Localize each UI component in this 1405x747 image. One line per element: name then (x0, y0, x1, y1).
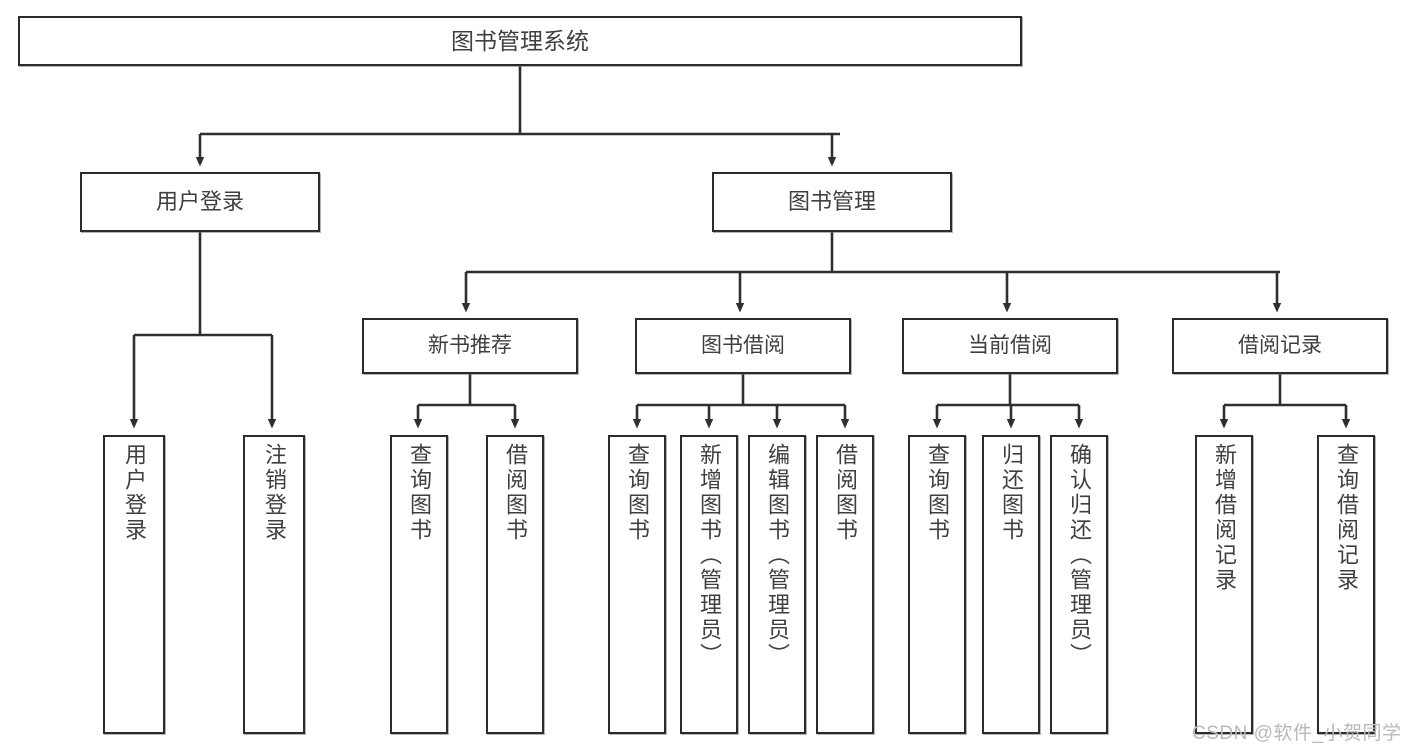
node-leaf-11-label: 新增借阅记录 (1212, 443, 1237, 593)
node-leaf-2[interactable]: 查询图书 (390, 435, 448, 734)
node-level2-1[interactable]: 图书管理 (712, 172, 952, 232)
node-level2-1-label: 图书管理 (787, 189, 876, 215)
node-level3-0-label: 新书推荐 (428, 333, 512, 357)
node-leaf-9-label: 归还图书 (999, 443, 1024, 543)
node-leaf-11[interactable]: 新增借阅记录 (1195, 435, 1253, 734)
node-level3-1[interactable]: 图书借阅 (635, 318, 851, 374)
node-leaf-3[interactable]: 借阅图书 (486, 435, 544, 734)
node-leaf-7[interactable]: 借阅图书 (816, 435, 874, 734)
node-leaf-1-label: 注销登录 (262, 443, 287, 543)
node-leaf-6[interactable]: 编辑图书（管理员） (748, 435, 806, 734)
node-leaf-3-label: 借阅图书 (503, 443, 528, 543)
node-leaf-12[interactable]: 查询借阅记录 (1317, 435, 1375, 734)
node-leaf-0-label: 用户登录 (122, 443, 147, 543)
node-leaf-5-label: 新增图书（管理员） (697, 443, 722, 668)
node-level3-1-label: 图书借阅 (701, 333, 785, 357)
node-leaf-5[interactable]: 新增图书（管理员） (680, 435, 738, 734)
node-leaf-9[interactable]: 归还图书 (982, 435, 1040, 734)
node-level3-2[interactable]: 当前借阅 (902, 318, 1118, 374)
watermark-text: CSDN @软件_小贺同学 (1192, 723, 1402, 744)
node-leaf-4[interactable]: 查询图书 (608, 435, 666, 734)
node-level2-0-label: 用户登录 (155, 189, 244, 215)
node-leaf-10-label: 确认归还（管理员） (1067, 443, 1092, 668)
node-level3-3-label: 借阅记录 (1238, 333, 1322, 357)
node-leaf-2-label: 查询图书 (407, 443, 432, 543)
node-leaf-8-label: 查询图书 (925, 443, 950, 543)
node-leaf-8[interactable]: 查询图书 (908, 435, 966, 734)
node-level2-0[interactable]: 用户登录 (80, 172, 320, 232)
node-leaf-0[interactable]: 用户登录 (103, 435, 165, 734)
node-level3-3[interactable]: 借阅记录 (1172, 318, 1388, 374)
node-leaf-12-label: 查询借阅记录 (1334, 443, 1359, 593)
node-leaf-7-label: 借阅图书 (833, 443, 858, 543)
node-leaf-6-label: 编辑图书（管理员） (765, 443, 790, 668)
node-leaf-1[interactable]: 注销登录 (243, 435, 305, 734)
node-root-label: 图书管理系统 (451, 27, 589, 54)
node-level3-2-label: 当前借阅 (968, 333, 1052, 357)
node-leaf-10[interactable]: 确认归还（管理员） (1050, 435, 1108, 734)
node-level3-0[interactable]: 新书推荐 (362, 318, 578, 374)
node-root[interactable]: 图书管理系统 (18, 16, 1022, 66)
node-leaf-4-label: 查询图书 (625, 443, 650, 543)
